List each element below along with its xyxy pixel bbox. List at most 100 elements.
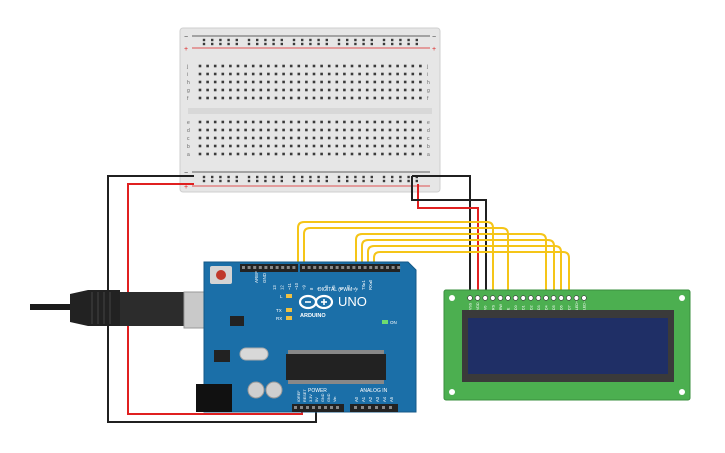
breadboard-hole xyxy=(381,120,384,124)
breadboard-hole xyxy=(312,120,316,124)
lcd-pin-label: D4 xyxy=(545,305,549,310)
breadboard-hole xyxy=(282,88,285,92)
breadboard-hole xyxy=(343,120,346,124)
breadboard-hole xyxy=(312,136,316,140)
rail-hole xyxy=(391,179,394,183)
breadboard-hole xyxy=(365,152,369,156)
rail-hole xyxy=(399,179,402,183)
breadboard-hole xyxy=(236,144,240,148)
breadboard-hole xyxy=(198,144,202,148)
breadboard-hole xyxy=(221,144,225,148)
breadboard-hole xyxy=(358,120,361,124)
breadboard-hole xyxy=(327,136,331,140)
breadboard-hole xyxy=(388,80,392,84)
breadboard-hole xyxy=(236,136,240,140)
analog-pin-label: A2 xyxy=(368,396,373,402)
breadboard-hole xyxy=(297,64,301,68)
wire-ground-black[interactable] xyxy=(107,175,317,423)
header-pin xyxy=(318,266,322,269)
breadboard-hole xyxy=(388,152,392,156)
breadboard-hole xyxy=(206,64,209,68)
breadboard-hole xyxy=(365,136,369,140)
rail-hole xyxy=(370,42,373,46)
breadboard-hole xyxy=(259,88,263,92)
breadboard-hole xyxy=(297,120,301,124)
rail-hole xyxy=(272,179,275,183)
row-letter: f xyxy=(427,96,429,102)
breadboard-hole xyxy=(229,72,232,76)
rail-hole xyxy=(407,175,410,179)
breadboard-hole xyxy=(221,64,225,68)
breadboard-hole xyxy=(229,96,232,100)
lcd-pin-label: LED− xyxy=(583,301,587,310)
rail-hole xyxy=(280,179,283,183)
rail-hole xyxy=(211,175,214,179)
breadboard-hole xyxy=(282,120,285,124)
header-pin xyxy=(253,266,257,269)
breadboard-hole xyxy=(335,144,339,148)
breadboard-hole xyxy=(213,72,217,76)
digital-pin-label: 4 xyxy=(339,287,344,290)
reset-button-cap[interactable] xyxy=(216,270,226,280)
breadboard-hole xyxy=(267,88,270,92)
lcd-pin-label: D3 xyxy=(537,305,541,310)
breadboard-hole xyxy=(213,88,217,92)
lcd-pin-label: D7 xyxy=(567,305,571,310)
row-letter: h xyxy=(187,80,190,86)
breadboard-hole xyxy=(213,80,217,84)
breadboard-hole xyxy=(358,80,361,84)
breadboard-hole xyxy=(267,64,270,68)
breadboard-hole xyxy=(221,120,225,124)
breadboard-hole xyxy=(343,128,346,132)
breadboard-hole xyxy=(236,88,240,92)
breadboard-hole xyxy=(251,96,255,100)
breadboard-hole xyxy=(403,72,407,76)
mount-hole xyxy=(449,389,455,395)
breadboard-hole xyxy=(343,96,346,100)
breadboard-hole xyxy=(403,128,407,132)
breadboard-hole xyxy=(274,96,278,100)
breadboard-hole xyxy=(403,80,407,84)
lcd-screen xyxy=(468,318,668,374)
rail-hole xyxy=(219,179,222,183)
rail-hole xyxy=(301,179,304,183)
header-pin xyxy=(382,406,385,409)
breadboard-hole xyxy=(312,64,316,68)
breadboard-hole xyxy=(259,64,263,68)
breadboard-hole xyxy=(335,120,339,124)
breadboard-hole xyxy=(274,88,278,92)
wire-lcd-v0-black[interactable] xyxy=(411,176,487,298)
breadboard-hole xyxy=(274,128,278,132)
breadboard-hole xyxy=(282,80,285,84)
header-pin xyxy=(330,266,333,269)
breadboard-hole xyxy=(289,128,293,132)
breadboard-hole xyxy=(411,80,415,84)
led-rx xyxy=(286,316,292,320)
breadboard-hole xyxy=(282,72,285,76)
mount-hole xyxy=(679,389,685,395)
breadboard-hole xyxy=(350,144,354,148)
breadboard-hole xyxy=(236,72,240,76)
breadboard-hole xyxy=(373,136,377,140)
breadboard-hole xyxy=(350,80,354,84)
rail-hole xyxy=(309,175,312,179)
breadboard-hole xyxy=(251,88,255,92)
breadboard-hole xyxy=(213,128,217,132)
breadboard-hole xyxy=(365,72,369,76)
lcd-pin-label: D2 xyxy=(529,305,533,310)
breadboard-hole xyxy=(221,136,225,140)
rail-hole xyxy=(309,42,312,46)
wire-lcd-gnd-black[interactable] xyxy=(412,175,471,298)
breadboard-hole xyxy=(419,136,422,140)
breadboard-hole xyxy=(373,120,377,124)
header-pin xyxy=(380,266,384,269)
breadboard-hole xyxy=(312,88,316,92)
header-pin xyxy=(275,266,279,269)
rail-hole xyxy=(407,42,410,46)
breadboard-hole xyxy=(320,72,323,76)
breadboard-hole xyxy=(411,128,415,132)
